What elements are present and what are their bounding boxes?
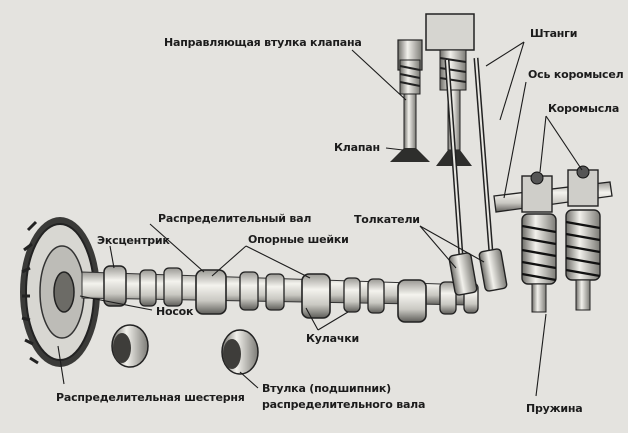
label-bushing-line2: распределительного вала	[262, 398, 426, 411]
label-tappets: Толкатели	[354, 213, 420, 226]
label-pushrods: Штанги	[530, 27, 578, 40]
label-eccentric: Эксцентрик	[97, 234, 170, 247]
label-bearing-journals: Опорные шейки	[248, 233, 349, 246]
label-rocker-axle: Ось коромысел	[528, 68, 624, 81]
bushings-drawing	[111, 324, 259, 375]
label-cams: Кулачки	[306, 332, 359, 345]
label-camshaft: Распределительный вал	[158, 212, 312, 225]
camshaft-drawing	[81, 265, 479, 323]
label-rockers: Коромысла	[548, 102, 620, 115]
pushrods-drawing	[444, 57, 495, 271]
label-timing-gear: Распределительная шестерня	[56, 391, 245, 404]
timing-gear-drawing	[20, 217, 100, 367]
label-nose: Носок	[156, 305, 194, 318]
label-valve-guide: Направляющая втулка клапана	[164, 36, 362, 49]
label-bushing-line1: Втулка (подшипник)	[262, 382, 391, 395]
label-valve: Клапан	[334, 141, 380, 154]
springs-drawing	[521, 209, 601, 313]
tappets-drawing	[448, 248, 508, 296]
leader-lines	[57, 41, 583, 397]
valve-assembly-drawing	[390, 13, 475, 166]
rocker-assembly-drawing	[493, 165, 613, 213]
label-spring: Пружина	[526, 402, 583, 415]
